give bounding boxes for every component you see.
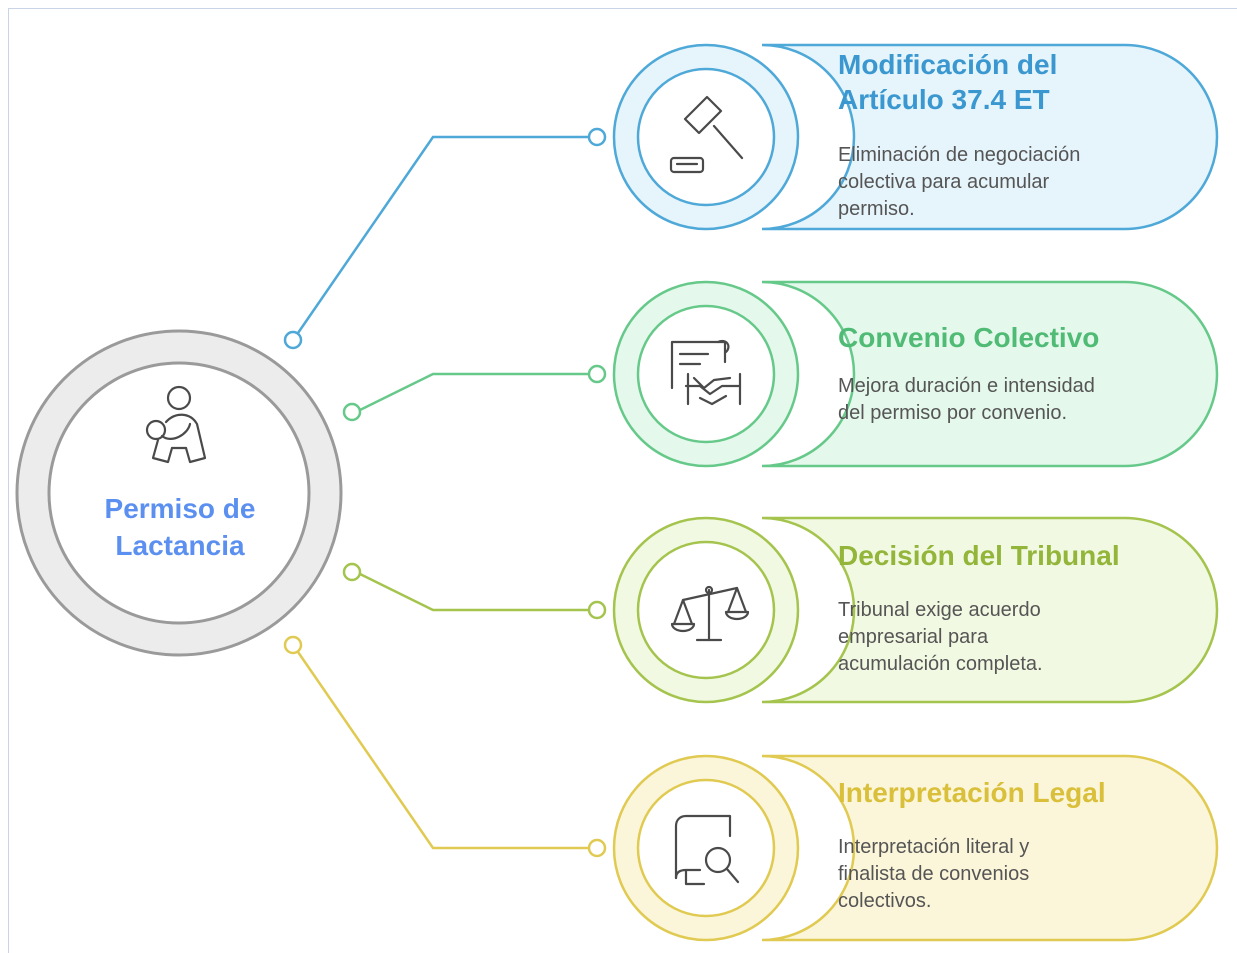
- branch-2-description: Mejora duración e intensidad del permiso…: [838, 373, 1095, 427]
- book-search-icon: [674, 814, 740, 886]
- branch-4-description-line-2: finalista de convenios: [838, 863, 1030, 885]
- branch-2-title-line-1: Convenio Colectivo: [838, 322, 1100, 353]
- branch-card-4: [612, 754, 1219, 942]
- branch-card-3: [612, 516, 1219, 704]
- connector-2: [342, 364, 607, 422]
- center-title-line-2: Lactancia: [115, 530, 245, 561]
- gavel-icon: [669, 95, 744, 174]
- branch-2-description-line-1: Mejora duración e intensidad: [838, 375, 1095, 397]
- branch-4-title-line-1: Interpretación Legal: [838, 777, 1106, 808]
- agreement-handshake-icon: [670, 339, 742, 406]
- balance-scale-icon: [670, 585, 750, 642]
- frame-left-border: [8, 8, 9, 953]
- branch-3-description-line-2: empresarial para: [838, 626, 989, 648]
- branch-4-description: Interpretación literal y finalista de co…: [838, 834, 1029, 915]
- center-title: Permiso de Lactancia: [70, 490, 290, 564]
- branch-1-description-line-3: permiso.: [838, 198, 915, 220]
- branch-3-description-line-1: Tribunal exige acuerdo: [838, 599, 1041, 621]
- frame-top-border: [8, 8, 1237, 9]
- branch-4-description-line-3: colectivos.: [838, 890, 932, 912]
- center-title-line-1: Permiso de: [104, 493, 256, 524]
- branch-1-title-line-2: Artículo 37.4 ET: [838, 84, 1050, 115]
- branch-1-title-line-1: Modificación del: [838, 49, 1058, 80]
- branch-3-title: Decisión del Tribunal: [838, 538, 1120, 573]
- branch-1-description-line-1: Eliminación de negociación: [838, 144, 1081, 166]
- mother-baby-icon: [145, 385, 207, 464]
- branch-3-description: Tribunal exige acuerdo empresarial para …: [838, 597, 1043, 678]
- branch-1-description: Eliminación de negociación colectiva par…: [838, 142, 1080, 223]
- branch-3-description-line-3: acumulación completa.: [838, 653, 1043, 675]
- branch-1-description-line-2: colectiva para acumular: [838, 171, 1050, 193]
- branch-4-title: Interpretación Legal: [838, 775, 1106, 810]
- branch-4-description-line-1: Interpretación literal y: [838, 836, 1030, 858]
- branch-2-description-line-2: del permiso por convenio.: [838, 402, 1068, 424]
- branch-3-title-line-1: Decisión del Tribunal: [838, 540, 1120, 571]
- connector-1: [283, 127, 607, 350]
- branch-card-2: [612, 280, 1219, 468]
- branch-card-1: [612, 43, 1219, 231]
- connector-3: [342, 562, 607, 620]
- branch-2-title: Convenio Colectivo: [838, 320, 1099, 355]
- center-node: [15, 329, 343, 657]
- connector-4: [283, 635, 607, 858]
- branch-1-title: Modificación del Artículo 37.4 ET: [838, 47, 1057, 117]
